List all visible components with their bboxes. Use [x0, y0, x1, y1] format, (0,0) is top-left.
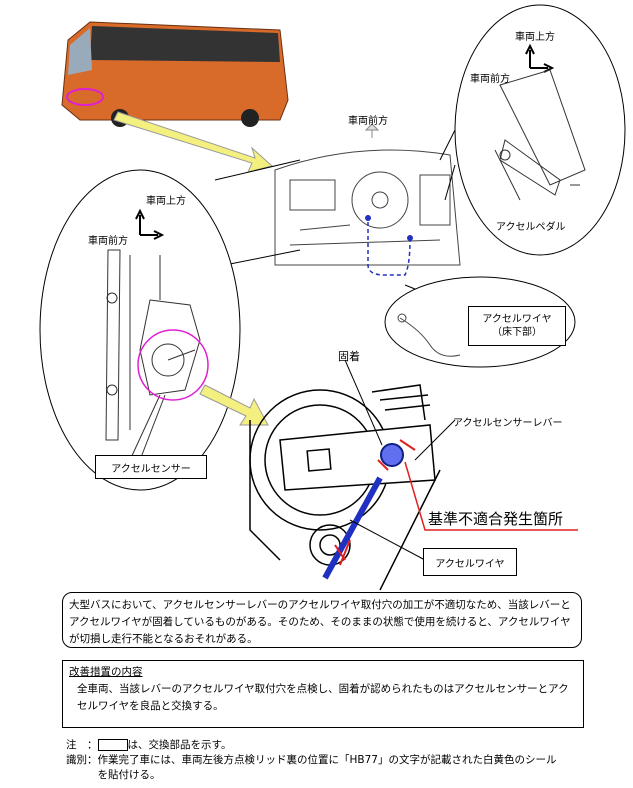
- label-text: アクセルワイヤ: [435, 558, 505, 570]
- description-text: 大型バスにおいて、アクセルセンサーレバーのアクセルワイヤ取付穴の加工が不適切なた…: [69, 599, 571, 645]
- highlight-ellipse-bus: [66, 88, 104, 106]
- label-wire-floor: アクセルワイヤ （床下部）: [468, 306, 566, 346]
- measures-body: 全車両、当該レバーのアクセルワイヤ取付穴を点検し、固着が認められたものはアクセル…: [77, 683, 569, 712]
- note-text: は、交換部品を示す。: [127, 739, 232, 751]
- wire-detail: [322, 476, 383, 580]
- label-sensor-lever: アクセルセンサーレバー: [453, 418, 563, 429]
- detail-drawing: [249, 384, 441, 591]
- yellow-arrow-icon: [199, 384, 269, 426]
- note-line: 注 ： は、交換部品を示す。: [66, 738, 566, 753]
- dashboard-drawing: [274, 149, 461, 266]
- stuck-pin: [380, 443, 404, 467]
- label-vehicle-front-sensor: 車両前方: [88, 236, 128, 247]
- label-text: アクセルセンサー: [111, 463, 191, 475]
- label-text: （床下部）: [492, 327, 542, 338]
- measures-box: 改善措置の内容 全車両、当該レバーのアクセルワイヤ取付穴を点検し、固着が認められ…: [62, 660, 584, 728]
- label-nonconformity: 基準不適合発生箇所: [428, 510, 564, 528]
- id-line: 識別：作業完了車には、車両左後方点検リッド裏の位置に「HB77」の文字が記載され…: [66, 753, 566, 783]
- label-accel-wire: アクセルワイヤ: [423, 548, 517, 576]
- replacement-part-legend-box: [97, 739, 128, 751]
- label-vehicle-up: 車両上方: [515, 32, 555, 43]
- id-label: 識別：: [66, 754, 98, 766]
- note-label: 注 ：: [66, 739, 98, 751]
- wire-floor-drawing: [397, 313, 461, 357]
- id-text: 作業完了車には、車両左後方点検リッド裏の位置に「HB77」の文字が記載された白黄…: [97, 754, 557, 781]
- measures-title: 改善措置の内容: [69, 666, 143, 678]
- notes: 注 ： は、交換部品を示す。 識別：作業完了車には、車両左後方点検リッド裏の位置に…: [66, 738, 566, 783]
- label-text: アクセルワイヤ: [482, 314, 552, 325]
- label-accel-sensor: アクセルセンサー: [95, 455, 207, 479]
- highlight-circle-sensor: [137, 329, 209, 401]
- description-box: 大型バスにおいて、アクセルセンサーレバーのアクセルワイヤ取付穴の加工が不適切なた…: [62, 592, 582, 648]
- label-stuck: 固着: [338, 350, 360, 363]
- label-vehicle-up-sensor: 車両上方: [146, 196, 186, 207]
- sensor-drawing: [105, 249, 201, 461]
- label-vehicle-front-dash: 車両前方: [348, 116, 388, 127]
- label-vehicle-front: 車両前方: [470, 74, 510, 85]
- label-accel-pedal: アクセルペダル: [496, 222, 566, 233]
- bus-image: [61, 21, 289, 127]
- pedal-drawing: [494, 69, 586, 201]
- wire-path-dashed: [367, 215, 411, 276]
